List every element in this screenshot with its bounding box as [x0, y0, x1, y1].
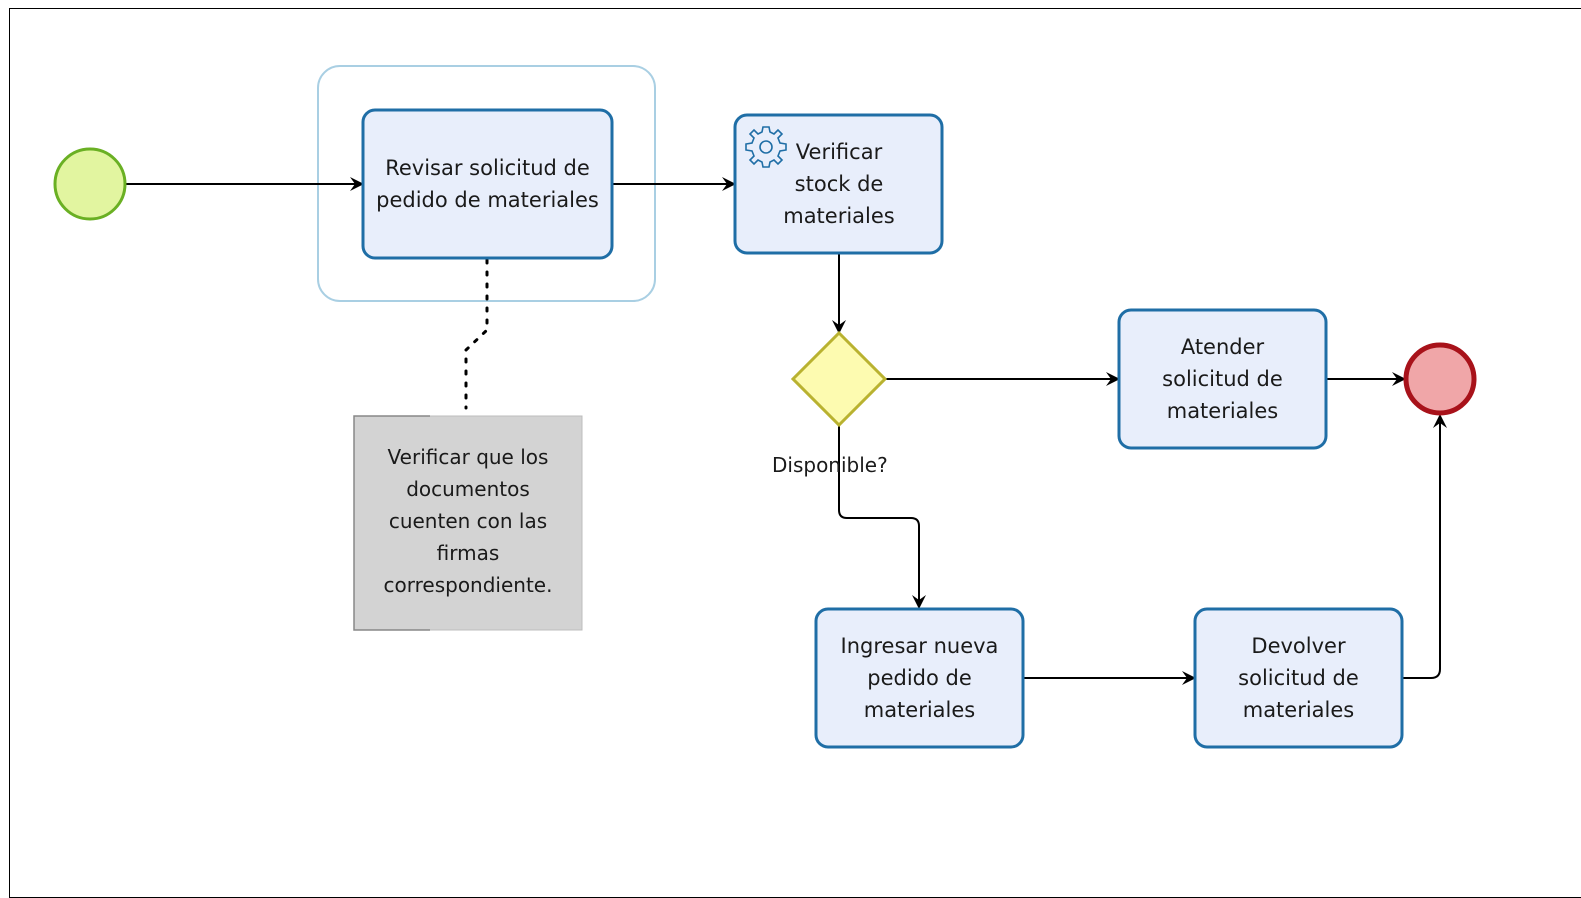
end-event[interactable]	[1403, 342, 1477, 416]
task-revisar-label: Revisar solicitud de pedido de materiale…	[376, 156, 599, 212]
flow-gateway-to-ingresar[interactable]	[838, 425, 926, 609]
task-devolver-label: Devolver solicitud de materiales	[1238, 634, 1359, 722]
gear-icon	[745, 126, 787, 168]
annotation-text: Verificar que los documentos cuenten con…	[383, 445, 553, 597]
start-event[interactable]	[53, 147, 127, 221]
task-ingresar-pedido[interactable]	[814, 607, 1025, 749]
task-atender-label: Atender solicitud de materiales	[1162, 335, 1283, 423]
annotation-association	[464, 258, 489, 410]
task-devolver-solicitud[interactable]	[1193, 607, 1404, 749]
task-atender-solicitud[interactable]	[1117, 308, 1328, 450]
annotation-box	[353, 415, 583, 631]
annotation-bracket	[353, 415, 430, 631]
task-ingresar-label: Ingresar nueva pedido de materiales	[840, 634, 999, 722]
flow-devolver-to-end[interactable]	[1403, 414, 1447, 679]
task-verificar-stock-label: Verificar stock de materiales	[783, 140, 895, 228]
bpmn-diagram	[53, 65, 1477, 749]
gateway-disponible[interactable]	[790, 330, 888, 428]
task-revisar-solicitud[interactable]	[361, 108, 614, 260]
gateway-label: Disponible?	[772, 453, 888, 477]
